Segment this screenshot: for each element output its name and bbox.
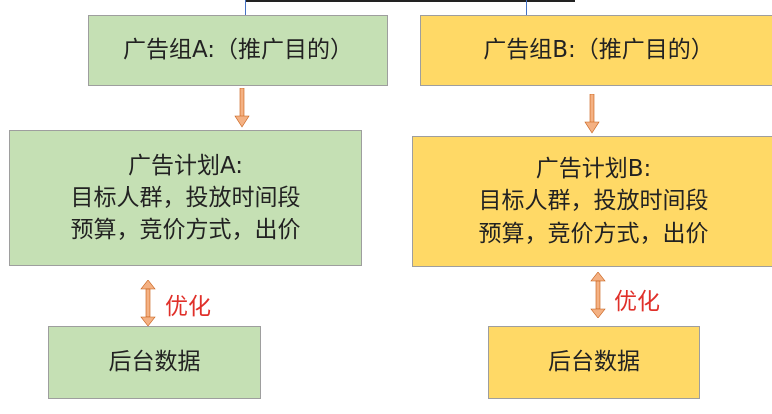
backend-data-b-box: 后台数据 [488,326,700,399]
ad-group-b-label: 广告组B:（推广目的） [483,37,714,64]
ad-plan-b-budget: 预算，竞价方式，出价 [478,220,709,247]
top-connector-line [245,0,575,2]
ad-plan-a-targeting: 目标人群，投放时间段 [70,184,301,211]
arrow-down-a-icon [234,88,250,128]
ad-plan-b-title: 广告计划B: [535,156,652,183]
ad-plan-a-budget: 预算，竞价方式，出价 [70,217,301,244]
ad-plan-a-box: 广告计划A: 目标人群，投放时间段 预算，竞价方式，出价 [9,130,362,266]
connector-group-a [245,0,246,15]
arrow-bidirectional-b-icon [590,272,606,318]
backend-data-a-label: 后台数据 [108,349,201,376]
ad-plan-b-targeting: 目标人群，投放时间段 [478,188,709,215]
arrow-bidirectional-a-icon [140,280,156,326]
backend-data-b-label: 后台数据 [548,349,640,376]
ad-plan-b-box: 广告计划B: 目标人群，投放时间段 预算，竞价方式，出价 [412,136,772,267]
optimize-label-b: 优化 [614,289,660,315]
ad-group-b-box: 广告组B:（推广目的） [420,15,772,86]
ad-group-a-box: 广告组A:（推广目的） [88,15,388,86]
ad-group-a-label: 广告组A:（推广目的） [122,37,354,64]
ad-plan-a-title: 广告计划A: [127,152,244,179]
optimize-label-a: 优化 [165,294,211,320]
arrow-down-b-icon [584,94,600,134]
backend-data-a-box: 后台数据 [48,326,261,399]
connector-group-b [526,0,527,15]
